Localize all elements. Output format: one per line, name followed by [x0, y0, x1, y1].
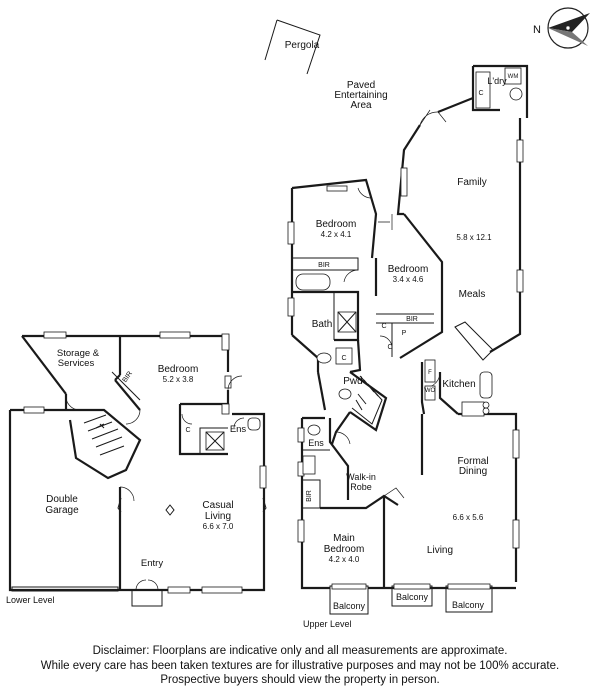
label-paved: Paved — [347, 80, 375, 91]
upper-level-fixtures — [295, 67, 523, 475]
label-laundry: L'dry — [487, 76, 507, 86]
label-main-bedroom: Bedroom — [324, 544, 365, 555]
label-upper-level: Upper Level — [303, 619, 352, 629]
label-f: F — [428, 370, 432, 376]
label-bedroom-lower-dim: 5.2 x 3.8 — [163, 375, 194, 384]
label-casual: Casual — [202, 500, 233, 511]
label-living-lower: Living — [205, 511, 231, 522]
label-bir-upper-a: BIR — [318, 262, 330, 269]
upper-level-doors — [335, 109, 447, 499]
disclaimer-line-3: Prospective buyers should view the prope… — [160, 674, 440, 686]
upper-stair-treads — [355, 379, 379, 411]
disclaimer-line-2: While every care has been taken textures… — [40, 659, 560, 672]
label-balcony-3: Balcony — [452, 600, 485, 610]
label-bedroom-upper-a: Bedroom — [316, 219, 357, 230]
label-formal: Formal — [457, 456, 488, 467]
label-pergola: Pergola — [285, 40, 320, 51]
label-ens-upper: Ens — [308, 438, 324, 448]
label-family: Family — [457, 177, 486, 188]
upper-level-windows — [287, 139, 524, 549]
label-family-dim: 5.8 x 12.1 — [456, 233, 492, 242]
compass-icon — [547, 7, 590, 49]
label-kitchen: Kitchen — [442, 379, 475, 390]
label-laundry-cupboard: C — [478, 90, 483, 97]
lower-level-doors — [65, 375, 245, 591]
balconies — [329, 583, 493, 615]
label-storage: Storage & — [57, 348, 100, 359]
label-garage: Garage — [45, 505, 79, 516]
label-bir-upper-b: BIR — [406, 316, 418, 323]
label-casual-dim: 6.6 x 7.0 — [203, 522, 234, 531]
label-main-bedroom-dim: 4.2 x 4.0 — [329, 555, 360, 564]
label-living: Living — [427, 545, 453, 556]
label-bedroom-upper-b: Bedroom — [388, 264, 429, 275]
label-lower-level: Lower Level — [6, 595, 55, 605]
label-living-dim: 6.6 x 5.6 — [453, 513, 484, 522]
label-bedroom-upper-b-dim: 3.4 x 4.6 — [393, 275, 424, 284]
label-c-upper-1: C — [381, 323, 386, 330]
label-main: Main — [333, 533, 355, 544]
lower-level-fixtures — [117, 333, 267, 516]
label-balcony-1: Balcony — [333, 601, 366, 611]
compass-north-label: N — [533, 24, 541, 36]
pergola-outline — [264, 19, 321, 75]
label-area: Area — [350, 100, 372, 111]
label-robe: Robe — [350, 482, 372, 492]
label-entry: Entry — [141, 558, 163, 569]
label-c-upper-3: C — [341, 355, 346, 362]
label-pwd: Pwd — [343, 376, 362, 387]
label-double: Double — [46, 494, 78, 505]
label-bedroom-lower: Bedroom — [158, 364, 199, 375]
label-bath: Bath — [312, 319, 333, 330]
label-meals: Meals — [459, 289, 486, 300]
label-p: P — [402, 330, 407, 337]
label-walk-in: Walk-in — [346, 472, 376, 482]
disclaimer: Disclaimer: Floorplans are indicative on… — [0, 644, 600, 688]
label-dining: Dining — [459, 466, 487, 477]
lower-level-windows — [11, 331, 267, 594]
label-services: Services — [58, 358, 95, 369]
label-balcony-2: Balcony — [396, 592, 429, 602]
label-bir-lower: BIR — [122, 370, 134, 384]
label-c-lower: C — [185, 427, 190, 434]
disclaimer-line-1: Disclaimer: Floorplans are indicative on… — [92, 645, 508, 657]
lower-stair-treads — [83, 414, 125, 456]
label-bir-main: BIR — [306, 490, 313, 502]
label-wo: WO — [425, 388, 436, 394]
label-entertaining: Entertaining — [334, 90, 387, 101]
label-ens-lower: Ens — [230, 424, 247, 435]
label-wm: WM — [508, 74, 519, 80]
label-c-upper-2: C — [387, 344, 392, 351]
label-bedroom-upper-a-dim: 4.2 x 4.1 — [321, 230, 352, 239]
